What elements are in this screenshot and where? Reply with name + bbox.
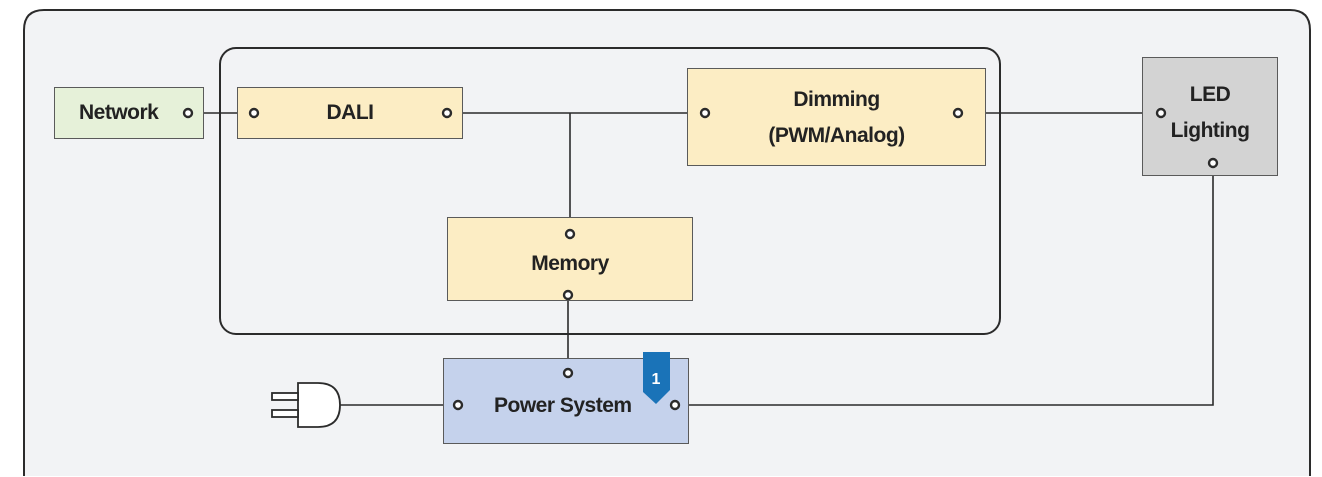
memory-label: Memory <box>531 252 609 275</box>
dimming-label-line2: (PWM/Analog) <box>768 124 905 147</box>
controller-frame <box>219 47 1001 335</box>
network-label: Network <box>79 101 159 124</box>
power-plug-icon <box>271 382 341 428</box>
dimming-label-line1: Dimming <box>793 88 880 111</box>
led-lighting-node: LED Lighting <box>1142 57 1278 176</box>
dimming-node: Dimming (PWM/Analog) <box>687 68 986 166</box>
network-node: Network <box>54 87 204 139</box>
dali-label: DALI <box>326 101 375 124</box>
link-power-led <box>675 163 1214 406</box>
dali-node: DALI <box>237 87 463 139</box>
memory-node: Memory <box>447 217 693 301</box>
led-label-line2: Lighting <box>1170 119 1250 142</box>
power-system-label: Power System <box>494 394 632 417</box>
led-label-line1: LED <box>1189 83 1231 106</box>
power-system-node: Power System <box>443 358 689 444</box>
